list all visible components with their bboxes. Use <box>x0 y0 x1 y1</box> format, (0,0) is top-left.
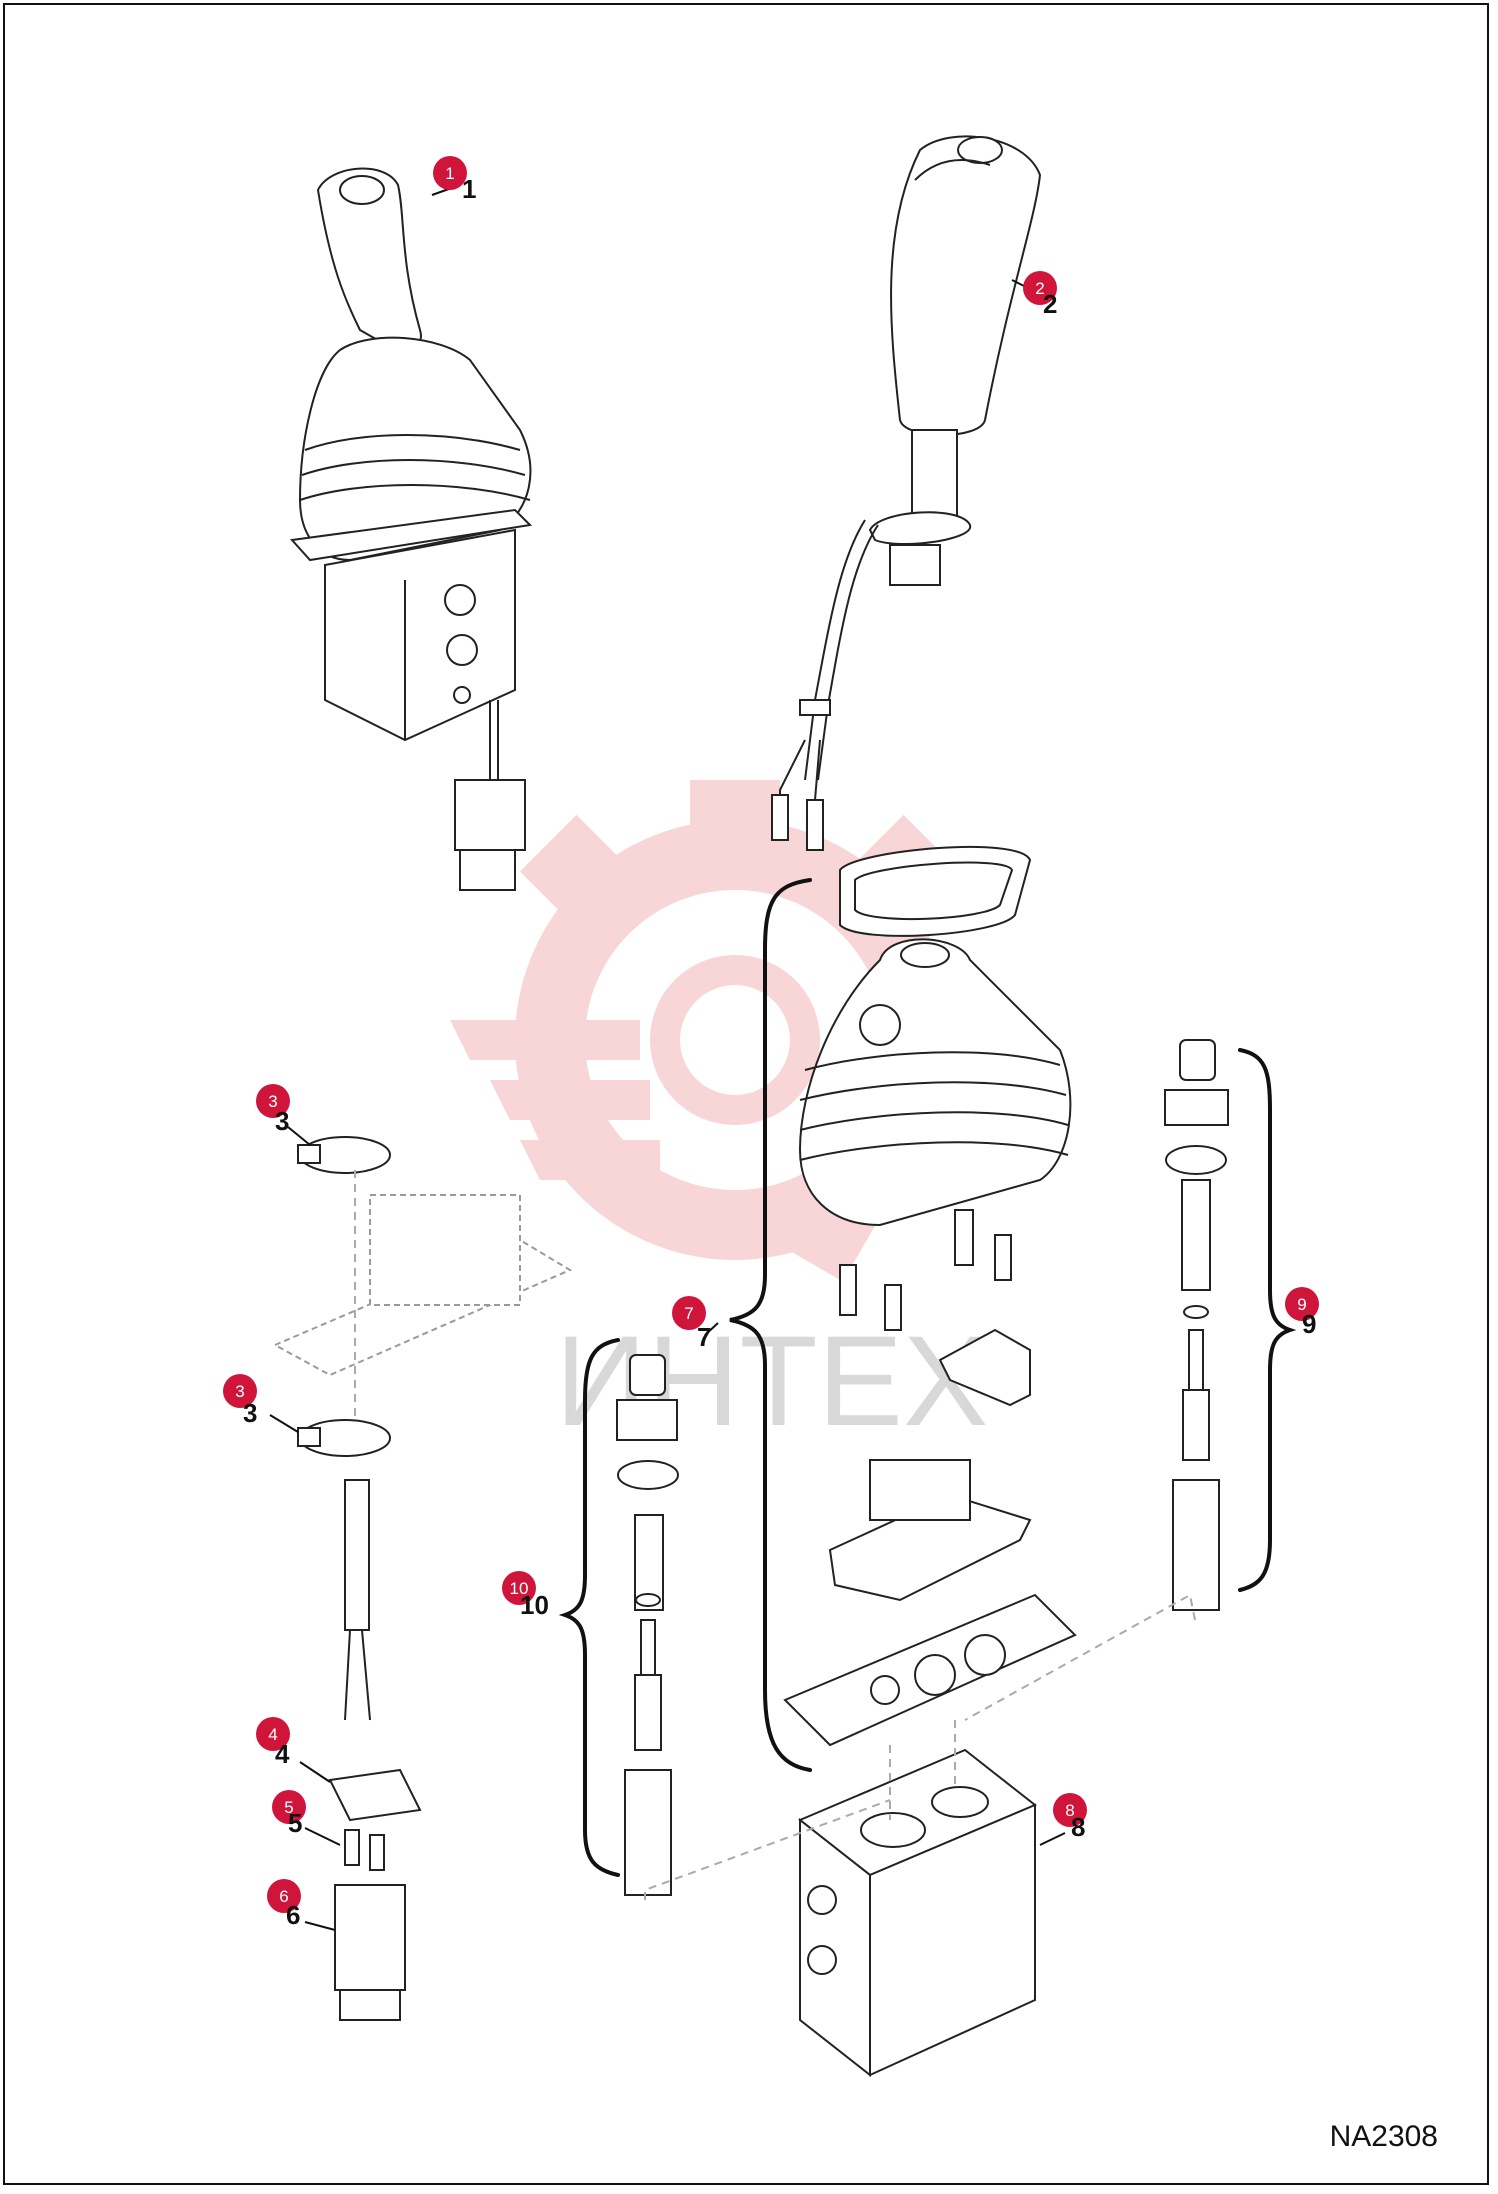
handle-icon <box>771 135 1042 851</box>
pigtail-icon <box>344 1479 371 1721</box>
callout-marker: 3 <box>235 1382 244 1401</box>
callout-marker: 1 <box>445 164 454 183</box>
callout-marker: 3 <box>268 1092 277 1111</box>
callout-3-bottom[interactable]: 3 3 <box>223 1374 299 1433</box>
valve-block-icon <box>798 1720 1037 2078</box>
callout-10[interactable]: 10 10 <box>502 1571 549 1620</box>
cable-tie-icon <box>297 1136 391 1457</box>
callout-marker: 10 <box>510 1579 529 1598</box>
callout-6[interactable]: 6 6 <box>267 1879 336 1931</box>
callout-number: 7 <box>697 1322 711 1352</box>
callout-number: 2 <box>1043 289 1057 319</box>
brace-7 <box>729 878 812 1772</box>
callout-marker: 5 <box>284 1798 293 1817</box>
callout-7[interactable]: 7 7 <box>672 1296 719 1352</box>
alignment-line-9 <box>964 1593 1196 1721</box>
callout-number: 5 <box>288 1808 302 1838</box>
callout-marker: 8 <box>1065 1801 1074 1820</box>
callout-number: 3 <box>243 1398 257 1428</box>
boot-kit-icon <box>783 845 1077 1747</box>
callout-5[interactable]: 5 5 <box>272 1790 341 1846</box>
callout-number: 8 <box>1071 1812 1085 1842</box>
callout-4[interactable]: 4 4 <box>256 1717 331 1783</box>
callout-marker: 6 <box>279 1887 288 1906</box>
drawing-code: NA2308 <box>1330 2120 1438 2153</box>
callout-1[interactable]: 1 1 <box>431 156 476 204</box>
callout-number: 4 <box>275 1739 290 1769</box>
callout-9[interactable]: 9 9 <box>1285 1287 1319 1339</box>
callout-number: 1 <box>462 174 476 204</box>
ghost-plate-icon <box>272 1170 573 1420</box>
brace-10 <box>558 1338 620 1877</box>
plunger-stack-10-icon <box>616 1354 679 1896</box>
callout-number: 9 <box>1302 1309 1316 1339</box>
joystick-icon <box>289 167 533 891</box>
brace-9 <box>1238 1048 1297 1592</box>
callout-marker: 2 <box>1035 279 1044 298</box>
callout-8[interactable]: 8 8 <box>1039 1793 1087 1846</box>
callout-number: 6 <box>286 1900 300 1930</box>
callout-marker: 4 <box>268 1725 277 1744</box>
callout-marker: 9 <box>1297 1295 1306 1314</box>
callout-number: 10 <box>520 1590 549 1620</box>
callout-number: 3 <box>275 1106 289 1136</box>
callout-marker: 7 <box>684 1304 693 1323</box>
connector-housing-icon <box>334 1884 406 2021</box>
callout-3-top[interactable]: 3 3 <box>256 1084 311 1146</box>
drawing-frame <box>3 3 1489 2185</box>
plunger-stack-9-icon <box>1164 1039 1229 1611</box>
callout-2[interactable]: 2 2 <box>1011 271 1057 319</box>
wedge-lock-icon <box>328 1768 422 1822</box>
alignment-line-10 <box>644 1799 891 1900</box>
terminal-pins-icon <box>344 1829 385 1871</box>
